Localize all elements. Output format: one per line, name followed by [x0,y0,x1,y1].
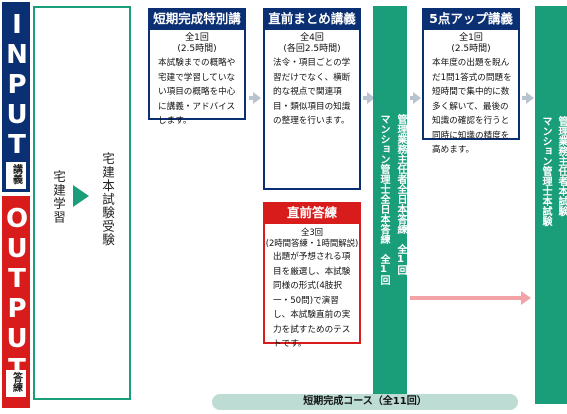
mansion-mock-label: マンション管理士全日本答練 全1回 [378,114,389,285]
course-tanki-desc: 本試験までの概略や宅建で学習していない項目の概略を中心に講義・アドバイスします。 [158,58,236,126]
arrow-shaft [249,96,254,100]
course-gotenup-meta: 全1回 (2.5時間) [451,33,491,54]
output-sub-label: 答練 [6,370,26,397]
output-label: OUTPUT [2,204,32,384]
output-band: OUTPUT 答練 [2,196,32,408]
input-label: INPUT [2,10,32,160]
course-tanki-meta: 全1回 (2.5時間) [177,33,217,54]
output-arrow-icon [521,291,531,305]
course-chokuzen-desc: 法令・項目ごとの学習だけでなく、横断的な視点で関連項目・類似項目の知識の整理を行… [273,58,351,126]
arrow-right-icon [253,92,261,104]
arrow-shaft [363,96,368,100]
course-toren-meta: 全3回 (2時間答練・1時間解説) [265,227,359,248]
course-chokuzen-title: 直前まとめ講義 [263,8,361,30]
kanri-final-label: 管理業務主任者本試験 [556,116,567,216]
course-gotenup-title: 5点アップ講義 [422,8,520,30]
arrow-shaft [410,96,414,100]
course-tanki-title: 短期完成特別講義 [148,8,246,48]
final-exam-column-b: 管理業務主任者本試験 [555,6,567,404]
arrow-right-icon [526,92,534,104]
arrow-right-icon [367,92,375,104]
right-triangle-icon [73,185,89,207]
mock-exam-column-a: マンション管理士全日本答練 全1回 [373,6,393,404]
takken-exam-label: 宅建本試験受験 [100,152,115,247]
input-sub-label: 講義 [6,162,26,189]
takken-study-label: 宅建学習 [51,170,66,224]
mansion-final-label: マンション管理士本試験 [540,116,551,226]
mock-exam-column-b: 管理業務主任者全日本答練 全1回 [393,6,407,404]
input-band: INPUT 講義 [2,2,32,192]
course-toren-title: 直前答練 [263,202,361,224]
course-chokuzen: 直前まとめ講義 全4回 (各回2.5時間) 法令・項目ごとの学習だけでなく、横断… [263,8,361,190]
course-chokuzen-meta: 全4回 (各回2.5時間) [283,33,341,54]
arrow-shaft [522,96,527,100]
course-toren-desc: 出題が予想される項目を厳選し、本試験同様の形式(4肢択一・50問)で演習し、本試… [273,252,351,349]
final-exam-column-a: マンション管理士本試験 [535,6,555,404]
course-toren: 直前答練 全3回 (2時間答練・1時間解説) 出題が予想される項目を厳選し、本試… [263,202,361,349]
course-gotenup-desc: 本年度の出題を睨んだ1問1答式の問題を短時間で集中的に数多く解いて、最後の知識の… [432,58,512,155]
course-tanki: 短期完成特別講義 全1回 (2.5時間) 本試験までの概略や宅建で学習していない… [148,8,246,126]
course-summary-pill: 短期完成コース（全11回） [212,394,518,410]
kanri-mock-label: 管理業務主任者全日本答練 全1回 [395,114,406,275]
output-arrow-shaft [410,296,522,300]
arrow-right-icon [413,92,421,104]
course-gotenup: 5点アップ講義 全1回 (2.5時間) 本年度の出題を睨んだ1問1答式の問題を短… [422,8,520,155]
